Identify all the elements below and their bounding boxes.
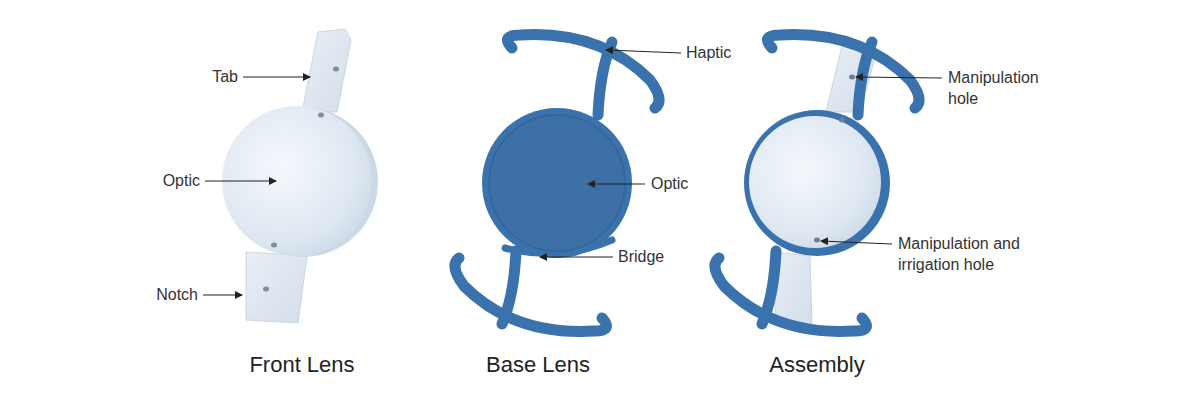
part-label: Optic [651, 173, 688, 194]
leader-lines [203, 50, 942, 295]
part-label: Notch [156, 284, 198, 305]
part-label: Haptic [686, 42, 731, 63]
front-lens [222, 29, 378, 323]
base-lens [455, 35, 659, 332]
figure-caption: Front Lens [249, 352, 354, 378]
assembly [715, 35, 919, 332]
part-label: Tab [212, 66, 238, 87]
part-label: Manipulation hole [948, 67, 1053, 109]
part-label: Optic [163, 170, 200, 191]
figure-caption: Base Lens [486, 352, 590, 378]
part-label: Manipulation and irrigation hole [898, 233, 1043, 275]
figure-caption: Assembly [769, 352, 864, 378]
part-label: Bridge [618, 246, 664, 267]
